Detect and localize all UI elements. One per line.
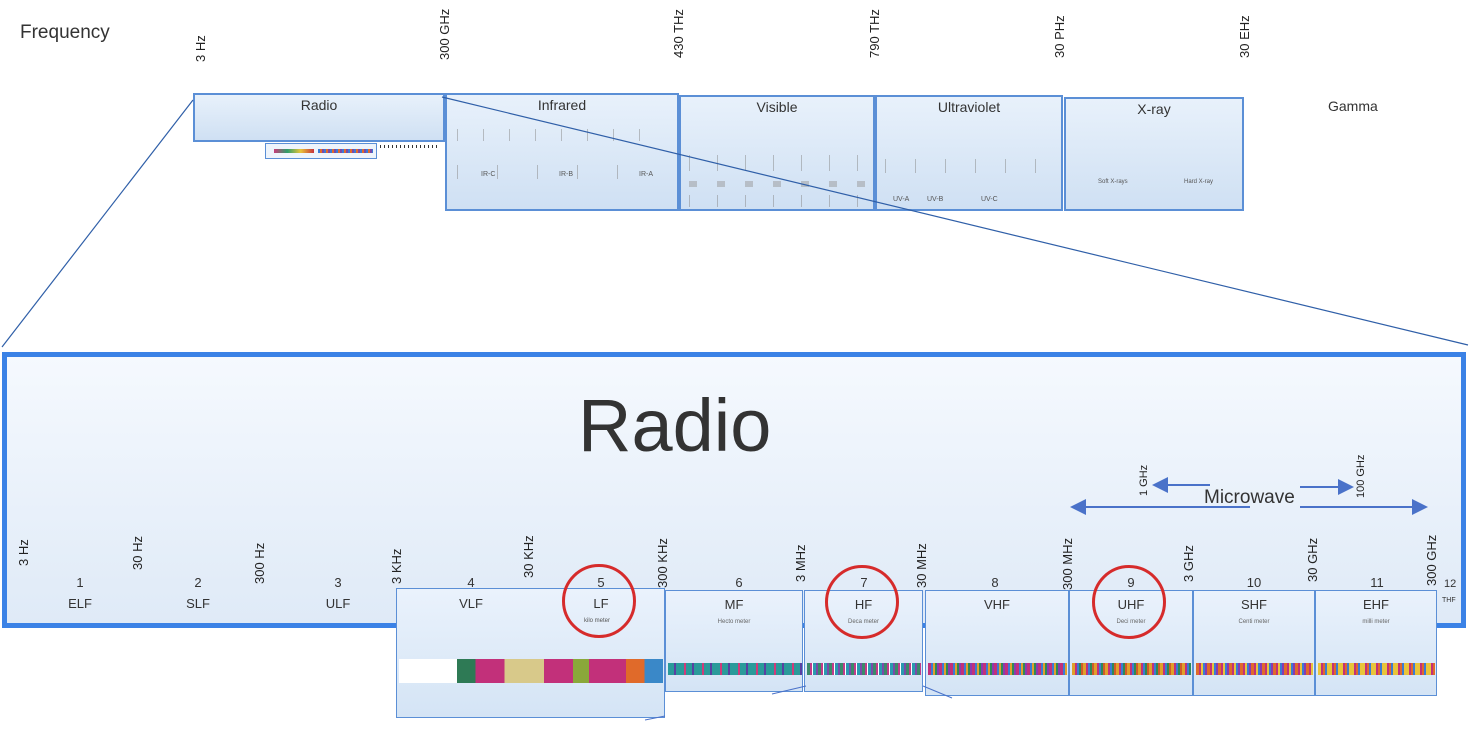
highlight-ring-uhf bbox=[1092, 565, 1166, 639]
designation-mf-desc: Hecto meter bbox=[717, 619, 751, 625]
designation-ehf-desc: milli meter bbox=[1362, 619, 1390, 625]
designation-elf: ELF bbox=[68, 596, 92, 611]
designation-number-1: 1 bbox=[76, 575, 84, 590]
band-gamma-title: Gamma bbox=[1328, 98, 1378, 114]
band-ultraviolet: Ultraviolet UV-A UV-B UV-C bbox=[875, 95, 1063, 211]
designation-vlf: VLF bbox=[459, 596, 483, 611]
frequency-label: Frequency bbox=[20, 22, 110, 43]
radio-detail-title: Radio bbox=[578, 384, 772, 467]
uv-c-label: UV-C bbox=[981, 196, 998, 203]
designation-number-10: 10 bbox=[1246, 575, 1262, 590]
band-xray-title: X-ray bbox=[1137, 101, 1171, 117]
spectrum-strip-shf bbox=[1196, 663, 1313, 675]
subband-ehf-box: EHF milli meter bbox=[1315, 590, 1437, 696]
designation-mf: MF bbox=[724, 597, 744, 612]
spectrum-strip-ehf bbox=[1318, 663, 1435, 675]
band-infrared: Infrared IR-C IR-B IR-A bbox=[445, 93, 679, 211]
subband-vhf-box: VHF bbox=[925, 590, 1069, 696]
spectrum-strip-uhf bbox=[1072, 663, 1191, 675]
uv-a-label: UV-A bbox=[893, 196, 910, 203]
designation-shf-desc: Centi meter bbox=[1238, 619, 1270, 625]
band-visible-title: Visible bbox=[756, 99, 798, 115]
designation-number-4: 4 bbox=[467, 575, 475, 590]
band-radio-title: Radio bbox=[300, 97, 338, 113]
hard-xray-label: Hard X-ray bbox=[1184, 179, 1214, 185]
microwave-label: Microwave bbox=[1204, 487, 1295, 508]
designation-shf: SHF bbox=[1241, 597, 1267, 612]
band-xray: X-ray Soft X-rays Hard X-ray bbox=[1064, 97, 1244, 211]
designation-number-12: 12 bbox=[1444, 578, 1457, 590]
band-infrared-title: Infrared bbox=[537, 97, 587, 113]
designation-number-8: 8 bbox=[991, 575, 999, 590]
radio-mini-strip bbox=[265, 143, 377, 159]
spectrum-strip-hf bbox=[807, 663, 921, 675]
spectrum-strip-vlf-lf bbox=[399, 659, 663, 683]
spectrum-strip-vhf bbox=[928, 663, 1067, 675]
band-radio: Radio bbox=[193, 93, 445, 159]
designation-vhf: VHF bbox=[984, 597, 1010, 612]
subband-mf-box: MF Hecto meter bbox=[665, 590, 803, 692]
designation-number-6: 6 bbox=[735, 575, 743, 590]
highlight-ring-hf bbox=[825, 565, 899, 639]
soft-xray-label: Soft X-rays bbox=[1098, 179, 1128, 185]
designation-number-11: 11 bbox=[1370, 575, 1384, 590]
highlight-ring-lf bbox=[562, 564, 636, 638]
band-ultraviolet-title: Ultraviolet bbox=[937, 99, 1001, 115]
designation-ulf: ULF bbox=[325, 596, 351, 611]
designation-number-2: 2 bbox=[194, 575, 202, 590]
designation-ehf: EHF bbox=[1363, 597, 1389, 612]
subband-shf-box: SHF Centi meter bbox=[1193, 590, 1315, 696]
designation-number-3: 3 bbox=[334, 575, 342, 590]
uv-b-label: UV-B bbox=[927, 196, 944, 203]
band-visible: Visible bbox=[679, 95, 875, 211]
designation-slf: SLF bbox=[186, 596, 210, 611]
radio-detail-panel bbox=[2, 352, 1466, 628]
designation-thf: THF bbox=[1442, 597, 1456, 604]
spectrum-strip-mf bbox=[668, 663, 802, 675]
